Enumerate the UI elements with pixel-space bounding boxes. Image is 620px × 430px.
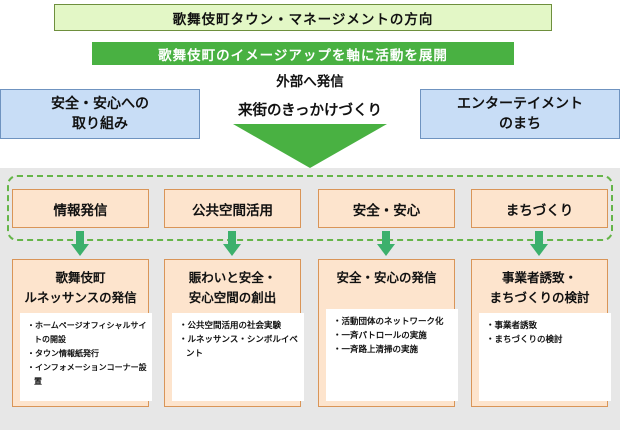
detail-public-space: 賑わいと安全・ 安心空間の創出 ・公共空間活用の社会実験 ・ルネッサンス・シンボ… <box>164 259 304 407</box>
category-safety: 安全・安心 <box>318 189 455 228</box>
category-group-frame <box>7 175 613 241</box>
detail-title-line2: 安心空間の創出 <box>188 290 277 305</box>
safety-box-line1: 安全・安心への <box>51 96 149 112</box>
detail-list-box: ・活動団体のネットワーク化 ・一斉パトロールの実施 ・一斉路上清掃の実施 <box>326 309 458 401</box>
list-item: ・事業者誘致 <box>486 321 538 331</box>
detail-title: 歌舞伎町 ルネッサンスの発信 <box>13 268 148 308</box>
list-item: ・公共空間活用の社会実験 <box>179 321 282 331</box>
entertainment-box-line1: エンターテイメント <box>457 96 583 112</box>
detail-title-line1: 賑わいと安全・ <box>188 270 277 285</box>
list-item: ・インフォメーションコーナー設置 <box>27 363 147 386</box>
detail-title: 事業者誘致・ まちづくりの検討 <box>472 268 607 308</box>
visitor-trigger-label: 来街のきっかけづくり <box>238 103 382 119</box>
entertainment-box: エンターテイメント のまち <box>420 89 620 139</box>
funnel-arrow-shape <box>233 124 387 168</box>
detail-title-line2: ルネッサンスの発信 <box>24 290 137 305</box>
detail-title-line2: まちづくりの検討 <box>489 290 590 305</box>
down-arrow-icon <box>377 231 395 257</box>
detail-title: 賑わいと安全・ 安心空間の創出 <box>165 268 300 308</box>
list-item: ・活動団体のネットワーク化 <box>333 317 444 327</box>
category-town-planning: まちづくり <box>471 189 608 228</box>
list-item: ・ホームページオフィシャルサイトの開設 <box>27 321 147 344</box>
detail-list-box: ・ホームページオフィシャルサイトの開設 ・タウン情報紙発行 ・インフォメーション… <box>20 313 152 401</box>
detail-title-line1: 歌舞伎町 <box>55 270 106 285</box>
category-public-space: 公共空間活用 <box>164 189 301 228</box>
detail-safety: 安全・安心の発信 ・活動団体のネットワーク化 ・一斉パトロールの実施 ・一斉路上… <box>318 259 458 407</box>
detail-title-line1: 安全・安心の発信 <box>336 270 437 285</box>
list-item: ・一斉パトロールの実施 <box>333 331 427 341</box>
list-item: ・まちづくりの検討 <box>486 335 563 345</box>
detail-list-box: ・事業者誘致 ・まちづくりの検討 <box>479 313 611 401</box>
down-arrow-icon <box>71 231 89 257</box>
list-item: ・ルネッサンス・シンボルイベント <box>179 335 298 359</box>
diagram-title: 歌舞伎町タウン・マネージメントの方向 <box>54 4 552 31</box>
category-info: 情報発信 <box>12 189 149 228</box>
main-theme-banner: 歌舞伎町のイメージアップを軸に活動を展開 <box>92 42 514 65</box>
entertainment-box-line2: のまち <box>499 116 541 132</box>
safety-box: 安全・安心への 取り組み <box>0 89 200 139</box>
down-arrow-icon <box>223 231 241 257</box>
list-item: ・一斉路上清掃の実施 <box>333 345 419 355</box>
detail-list-box: ・公共空間活用の社会実験 ・ルネッサンス・シンボルイベント <box>172 313 304 401</box>
safety-box-line2: 取り組み <box>72 116 128 132</box>
outside-transmission-label: 外部へ発信 <box>276 74 344 90</box>
detail-town-planning: 事業者誘致・ まちづくりの検討 ・事業者誘致 ・まちづくりの検討 <box>471 259 611 407</box>
down-arrow-icon <box>530 231 548 257</box>
list-item: ・タウン情報紙発行 <box>27 349 99 358</box>
detail-title-line1: 事業者誘致・ <box>501 270 577 285</box>
detail-title: 安全・安心の発信 <box>319 268 454 288</box>
detail-info: 歌舞伎町 ルネッサンスの発信 ・ホームページオフィシャルサイトの開設 ・タウン情… <box>12 259 152 407</box>
